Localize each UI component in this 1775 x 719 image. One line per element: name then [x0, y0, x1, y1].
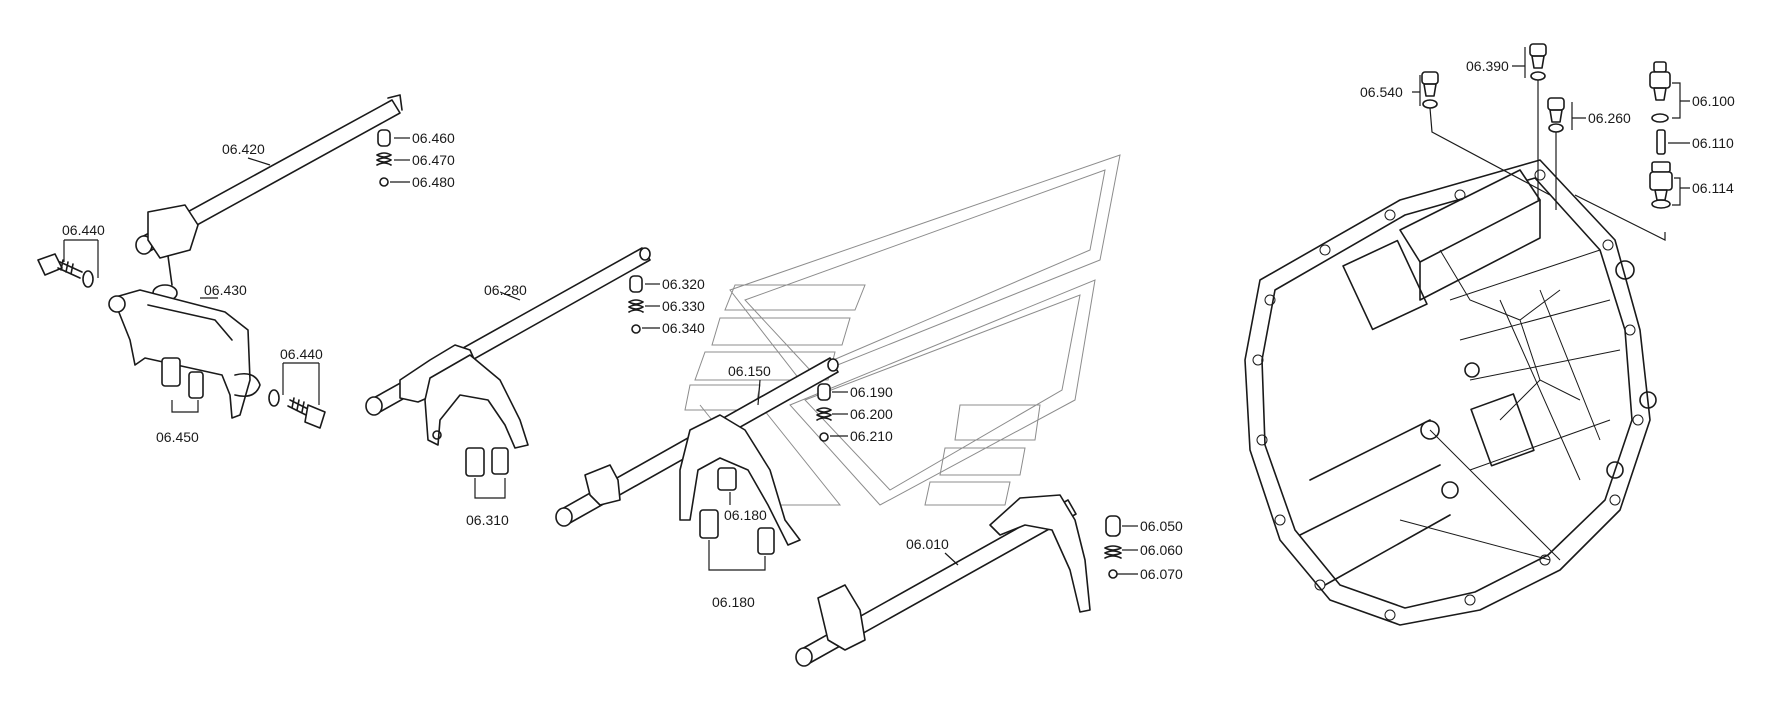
callout-06-180-lower: 06.180	[712, 594, 755, 610]
bolt-06-440-right	[268, 389, 326, 429]
callout-06-210: 06.210	[850, 428, 893, 444]
shift-rail-06-280	[365, 247, 651, 416]
detent-stack-06-050	[1104, 515, 1122, 579]
callout-06-190: 06.190	[850, 384, 893, 400]
shift-rail-06-150	[555, 357, 839, 546]
detent-stack-06-190	[816, 383, 832, 442]
plug-06-390	[1529, 43, 1547, 81]
shift-rail-06-010	[795, 494, 1091, 667]
callout-06-200: 06.200	[850, 406, 893, 422]
callout-06-070: 06.070	[1140, 566, 1183, 582]
callout-06-480: 06.480	[412, 174, 455, 190]
detent-stack-06-320	[628, 275, 644, 334]
shift-rail-06-420	[135, 94, 403, 302]
leader-lines	[63, 47, 1690, 575]
callout-06-540: 06.540	[1360, 84, 1403, 100]
callout-06-340: 06.340	[662, 320, 705, 336]
bolt-06-440-left	[37, 253, 94, 288]
callout-06-150: 06.150	[728, 363, 771, 379]
shift-fork-06-310	[424, 354, 529, 477]
callout-06-440-top: 06.440	[62, 222, 105, 238]
callout-06-320: 06.320	[662, 276, 705, 292]
transmission-housing	[1244, 159, 1657, 626]
plug-06-260	[1547, 97, 1565, 133]
detent-stack-06-460	[376, 129, 392, 187]
callout-06-110: 06.110	[1692, 135, 1734, 151]
shift-pad-06-180	[699, 467, 775, 555]
callout-06-310: 06.310	[466, 512, 509, 528]
callout-06-114: 06.114	[1692, 180, 1734, 196]
callout-labels: 06.420 06.460 06.470 06.480 06.440 06.43…	[62, 58, 1735, 610]
plug-06-540	[1421, 71, 1439, 109]
callout-06-280: 06.280	[484, 282, 527, 298]
callout-06-100: 06.100	[1692, 93, 1735, 109]
callout-06-060: 06.060	[1140, 542, 1183, 558]
callout-06-470: 06.470	[412, 152, 455, 168]
callout-06-430: 06.430	[204, 282, 247, 298]
callout-06-420: 06.420	[222, 141, 265, 157]
pin-06-110	[1656, 129, 1666, 155]
callout-06-180-upper: 06.180	[724, 507, 767, 523]
callout-06-330: 06.330	[662, 298, 705, 314]
callout-06-450: 06.450	[156, 429, 199, 445]
shift-fork-06-430	[108, 289, 261, 419]
callout-06-460: 06.460	[412, 130, 455, 146]
switch-06-114	[1649, 161, 1673, 209]
switch-06-100	[1649, 61, 1671, 123]
callout-06-260: 06.260	[1588, 110, 1631, 126]
callout-06-440-right: 06.440	[280, 346, 323, 362]
callout-06-390: 06.390	[1466, 58, 1509, 74]
callout-06-010: 06.010	[906, 536, 949, 552]
callout-06-050: 06.050	[1140, 518, 1183, 534]
